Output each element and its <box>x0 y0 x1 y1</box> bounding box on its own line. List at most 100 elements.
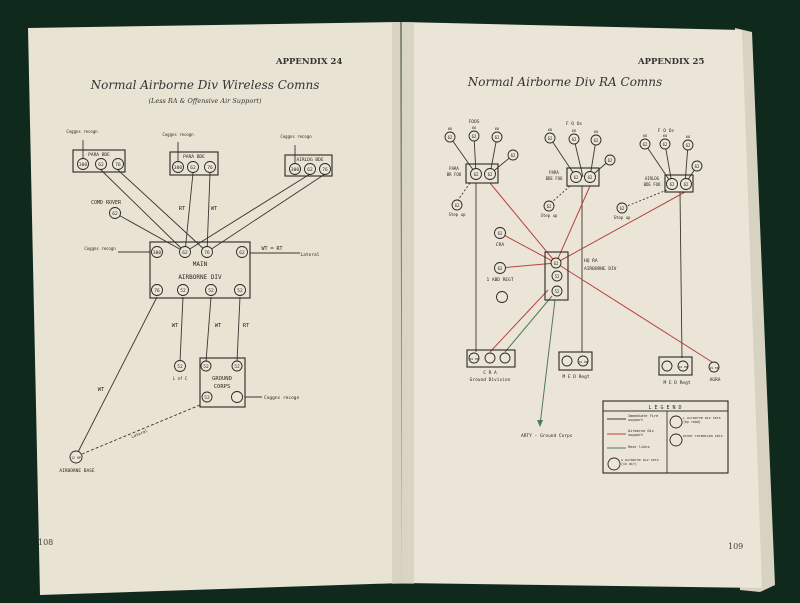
bde-2-name: PARA BDE <box>183 154 205 160</box>
cra-ground-label: C R A <box>483 370 497 376</box>
set-label: 68 <box>643 134 647 138</box>
group-header: F O Os <box>658 128 675 134</box>
page-number-108: 108 <box>38 538 53 547</box>
set-label: 52 <box>180 288 186 294</box>
legend-item: Airborne Div support <box>628 429 654 437</box>
wt-label: WT <box>98 387 105 393</box>
group-name: BDE FOO <box>546 176 563 181</box>
set-label: 62 <box>488 172 493 177</box>
set-label: 76 <box>154 288 160 294</box>
bde-3-name: AIRLDG BDE <box>296 157 323 163</box>
airborne-base-label: AIRBORNE BASE <box>59 468 95 474</box>
set-label: 62 <box>574 175 579 180</box>
appendix-25-label: APPENDIX 25 <box>637 57 704 67</box>
set-label: 52 <box>208 288 214 294</box>
set-label: 62 <box>98 162 104 168</box>
left-diagram: APPENDIX 24 Normal Airborne Div Wireless… <box>38 57 342 547</box>
set-label: 68 <box>472 126 476 130</box>
set-label: 68 <box>548 128 552 132</box>
lateral-label: Lateral <box>301 252 320 258</box>
group-name: BR FOO <box>447 172 462 177</box>
set-label: 52 <box>555 274 560 279</box>
page-number-109: 109 <box>728 542 743 551</box>
set-label: 62 <box>643 142 648 147</box>
set-label: 62 <box>554 261 559 266</box>
rt-label: RT <box>179 206 186 212</box>
group-header: FOOS <box>469 119 480 125</box>
med-regt-label: M E D Regt <box>562 374 589 380</box>
connection-lines <box>449 135 713 427</box>
med-regt-label: M E D Regt <box>663 380 690 386</box>
set-label: 62 <box>663 142 668 147</box>
set-label: 62 <box>684 182 689 187</box>
set-label: 62 <box>572 137 577 142</box>
set-label: 300 <box>174 165 182 171</box>
set-label: 76 <box>322 167 328 173</box>
set-label: 62 <box>307 167 313 173</box>
set-label: 62 <box>588 175 593 180</box>
para-br-foo-group: FOOS 62 62 62 62 68 68 68 62 62 PARA BR … <box>444 119 519 217</box>
appendix-24-label: APPENDIX 24 <box>275 57 342 67</box>
set-label: 76 <box>115 162 121 168</box>
agra-label: AGRA <box>710 377 721 383</box>
left-page <box>28 22 402 595</box>
bde-2-note: Coggns recogn <box>162 132 194 137</box>
l-of-c-label: L of C <box>173 376 188 381</box>
main-line1: MAIN <box>193 261 208 268</box>
lateral-label: Lateral <box>131 428 149 439</box>
set-label: 68 <box>594 130 598 134</box>
legend-item: L Airborne Div sets (by road) <box>683 417 721 424</box>
right-diagram: APPENDIX 25 Normal Airborne Div RA Comns… <box>444 57 743 551</box>
legend-item: Rear links <box>628 445 650 449</box>
cra-label: CRA <box>496 242 504 248</box>
step-up-label: Step up <box>449 212 466 217</box>
group-name: BDE FOO <box>644 182 661 187</box>
set-label: 76 <box>204 250 210 256</box>
set-label: 62 <box>474 172 479 177</box>
set-label: 62 <box>498 266 503 271</box>
set-label: 19 HP <box>709 366 718 370</box>
wt-label: WT <box>215 323 222 329</box>
set-label: 62 <box>620 206 625 211</box>
group-header: F O Os <box>566 121 583 127</box>
left-subtitle: (Less RA & Offensive Air Support) <box>149 97 262 105</box>
set-label: 62 <box>190 165 196 171</box>
set-label: 62 <box>670 182 675 187</box>
group-name: PARA <box>449 166 459 171</box>
set-label: 62 <box>472 134 477 139</box>
set-label: 52 <box>203 364 209 370</box>
set-label: 300 <box>291 167 299 173</box>
ground-corps-line2: CORPS <box>214 384 231 390</box>
set-label: 62 <box>686 143 691 148</box>
set-label: 52 <box>204 395 210 401</box>
set-label: 62 <box>511 153 516 158</box>
wt-rt-label: WT = RT <box>261 246 282 252</box>
ground-corps-line1: GROUND <box>212 376 232 382</box>
set-label: 68 <box>495 127 499 131</box>
set-label: 62 <box>455 203 460 208</box>
legend: L E G E N D Immediate fire support Airbo… <box>602 400 729 474</box>
set-label: 52 <box>234 364 240 370</box>
hq-ra-label: AIRBORNE DIV <box>584 266 617 272</box>
bde-1-note: Coggns recogn <box>66 129 98 134</box>
set-label: 62 <box>695 164 700 169</box>
bde-1-name: PARA BDE <box>88 152 110 158</box>
step-up-label: Step up <box>614 215 631 220</box>
legend-item: Immediate fire support <box>628 414 659 422</box>
group-name: AIRLDG <box>645 176 660 181</box>
airldg-bde-foo-group: F O Os 62 62 62 62 68 68 68 62 62 AIRLDG… <box>614 128 703 220</box>
main-line2: AIRBORNE DIV <box>178 274 222 281</box>
cra-ground-label: Ground Division <box>470 377 511 383</box>
rt-label: RT <box>243 323 250 329</box>
regt-label: 1 ABD REGT <box>486 277 513 283</box>
set-label: 62 <box>498 231 503 236</box>
gutter-shadow <box>392 22 414 584</box>
group-name: PARA <box>549 170 559 175</box>
para-bde-foo-group: F O Os 62 62 62 62 68 68 68 62 62 PARA B… <box>541 121 616 218</box>
set-label: 19 HP <box>578 360 587 364</box>
set-label: 52 <box>237 288 243 294</box>
bde-3-note: Coggns recogn <box>280 134 312 139</box>
wt-label: WT <box>211 206 218 212</box>
legend-item: G Airborne Div sets (in air) <box>621 459 659 466</box>
